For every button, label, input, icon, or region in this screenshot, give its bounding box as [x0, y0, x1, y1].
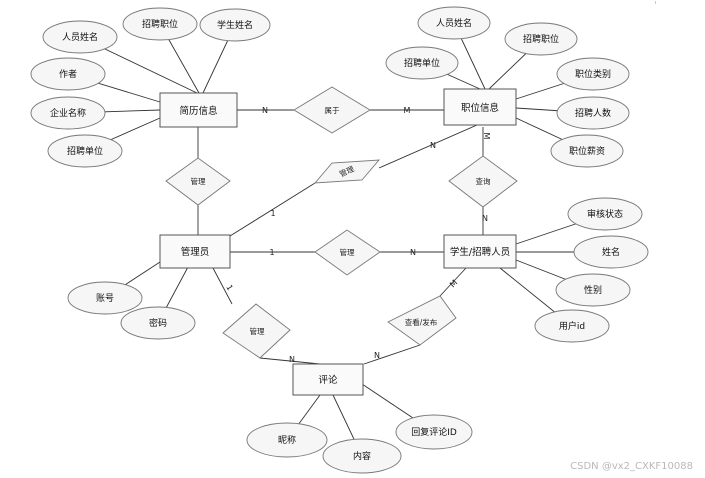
svg-text:管理员: 管理员 [181, 246, 210, 258]
svg-text:用户id: 用户id [559, 320, 585, 332]
attr-resume-author: 作者 [30, 57, 106, 91]
svg-text:性别: 性别 [584, 284, 602, 296]
attr-comment-content: 内容 [322, 438, 402, 474]
card-query-student: N [482, 214, 488, 223]
entity-admin: 管理员 [159, 234, 231, 269]
card-belong-resume: N [262, 106, 268, 115]
attr-job-unit: 招聘单位 [385, 46, 459, 80]
watermark: CSDN @vx2_CXKF10088 [570, 461, 693, 472]
card-mstu-student: N [410, 248, 416, 257]
attr-student-status: 审核状态 [567, 197, 643, 231]
attr-job-person-name: 人员姓名 [417, 6, 491, 40]
relationship-belong: 属于 [293, 86, 371, 134]
attr-job-count: 招聘人数 [556, 96, 630, 130]
svg-text:职位薪资: 职位薪资 [569, 145, 605, 157]
attr-job-type: 职位类别 [556, 57, 630, 91]
attr-comment-reply-id: 回复评论ID [395, 414, 473, 450]
attr-job-salary: 职位薪资 [550, 134, 624, 168]
attr-resume-student-name: 学生姓名 [199, 8, 271, 42]
svg-text:人员姓名: 人员姓名 [436, 17, 472, 29]
svg-text:招聘单位: 招聘单位 [404, 57, 440, 69]
relationship-manage-resume: 管理 [165, 157, 231, 206]
attr-admin-password: 密码 [120, 306, 196, 340]
svg-text:昵称: 昵称 [278, 434, 296, 446]
relationship-manage-job: 管理 [313, 159, 381, 184]
svg-text:管理: 管理 [250, 326, 265, 336]
svg-text:职位信息: 职位信息 [461, 102, 499, 114]
attr-resume-unit: 招聘单位 [47, 134, 123, 168]
entity-comment: 评论 [292, 363, 364, 396]
svg-text:评论: 评论 [318, 374, 338, 386]
svg-text:职位类别: 职位类别 [575, 68, 611, 80]
svg-text:查询: 查询 [476, 176, 491, 186]
card-mstu-admin: 1 [269, 248, 274, 257]
card-mjob-job: N [430, 141, 436, 150]
svg-text:简历信息: 简历信息 [179, 105, 217, 117]
card-mcom-admin: 1 [224, 283, 234, 292]
card-pub-student: M [448, 278, 459, 289]
card-mcom-comment: N [289, 355, 295, 364]
attr-job-position: 招聘职位 [504, 22, 578, 56]
relationship-manage-student: 管理 [314, 229, 381, 276]
svg-text:学生姓名: 学生姓名 [217, 19, 253, 31]
svg-text:企业名称: 企业名称 [50, 107, 86, 119]
cardinality-labels: N M 1 N M N 1 N 1 N M N [224, 106, 491, 364]
svg-text:密码: 密码 [149, 317, 167, 329]
attr-admin-account: 账号 [67, 281, 143, 315]
svg-text:属于: 属于 [325, 106, 340, 115]
attr-resume-position: 招聘职位 [122, 7, 198, 41]
attr-student-user-id: 用户id [534, 309, 610, 343]
attr-student-name: 姓名 [573, 235, 649, 269]
card-pub-comment: N [374, 351, 380, 360]
card-mjob-admin: 1 [270, 209, 275, 218]
svg-text:招聘人数: 招聘人数 [575, 107, 611, 119]
svg-text:人员姓名: 人员姓名 [62, 31, 98, 43]
svg-text:管理: 管理 [191, 176, 206, 186]
svg-text:查看/发布: 查看/发布 [405, 317, 438, 327]
attr-resume-company: 企业名称 [30, 96, 106, 130]
svg-text:审核状态: 审核状态 [587, 208, 623, 220]
svg-text:招聘职位: 招聘职位 [523, 33, 559, 45]
attr-comment-nickname: 昵称 [246, 422, 328, 458]
svg-text:管理: 管理 [340, 247, 355, 257]
page-corner-mark [655, 1, 705, 4]
svg-text:姓名: 姓名 [602, 246, 620, 258]
attr-resume-person-name: 人员姓名 [42, 20, 118, 54]
svg-text:回复评论ID: 回复评论ID [411, 426, 457, 438]
svg-text:学生/招聘人员: 学生/招聘人员 [450, 246, 510, 258]
relationship-view-publish: 查看/发布 [387, 295, 457, 346]
svg-text:招聘单位: 招聘单位 [67, 145, 103, 157]
entity-student: 学生/招聘人员 [443, 234, 517, 269]
entity-job: 职位信息 [443, 88, 517, 126]
card-query-job: M [482, 133, 491, 140]
svg-text:账号: 账号 [96, 293, 114, 304]
relationship-manage-comment: 管理 [222, 303, 291, 359]
relationship-query: 查询 [448, 155, 518, 208]
card-belong-job: M [404, 106, 411, 115]
entity-resume: 简历信息 [159, 92, 238, 128]
svg-text:招聘职位: 招聘职位 [142, 18, 178, 30]
svg-text:作者: 作者 [59, 68, 77, 80]
svg-text:内容: 内容 [353, 450, 371, 462]
attr-student-gender: 性别 [555, 273, 631, 307]
